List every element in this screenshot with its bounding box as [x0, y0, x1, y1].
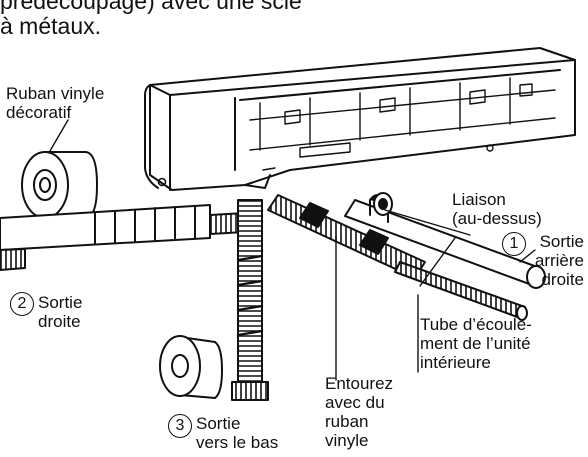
- decorative-tape-roll: [21, 151, 98, 219]
- label-wrap-vinyl-tape: Entourez avec du ruban vinyle: [325, 374, 394, 450]
- down-exit-pipe: [231, 199, 269, 401]
- label-rear-right-exit: Sortie arrière droite: [534, 232, 584, 289]
- heading-text: prédécoupage) avec une scie à métaux.: [0, 0, 302, 39]
- number-badge-3: 3: [168, 414, 192, 438]
- label-right-exit: Sortie droite: [38, 293, 83, 331]
- leader-decorative-tape: [49, 119, 69, 152]
- number-badge-1: 1: [502, 232, 526, 256]
- number-badge-2: 2: [10, 292, 34, 316]
- right-exit-pipe: [0, 204, 246, 271]
- label-connection: Liaison (au-dessus): [452, 190, 542, 228]
- label-drain-tube: Tube d’écoule- ment de l’unité intérieur…: [420, 315, 532, 372]
- label-decorative-tape: Ruban vinyle décoratif: [6, 84, 105, 122]
- connection-tape: [369, 192, 393, 223]
- rear-right-pipe: [267, 194, 546, 321]
- label-down-exit: Sortie vers le bas: [196, 414, 279, 452]
- vinyl-tape-roll: [159, 335, 223, 399]
- indoor-unit: [144, 47, 576, 191]
- leader-lines: [335, 209, 536, 381]
